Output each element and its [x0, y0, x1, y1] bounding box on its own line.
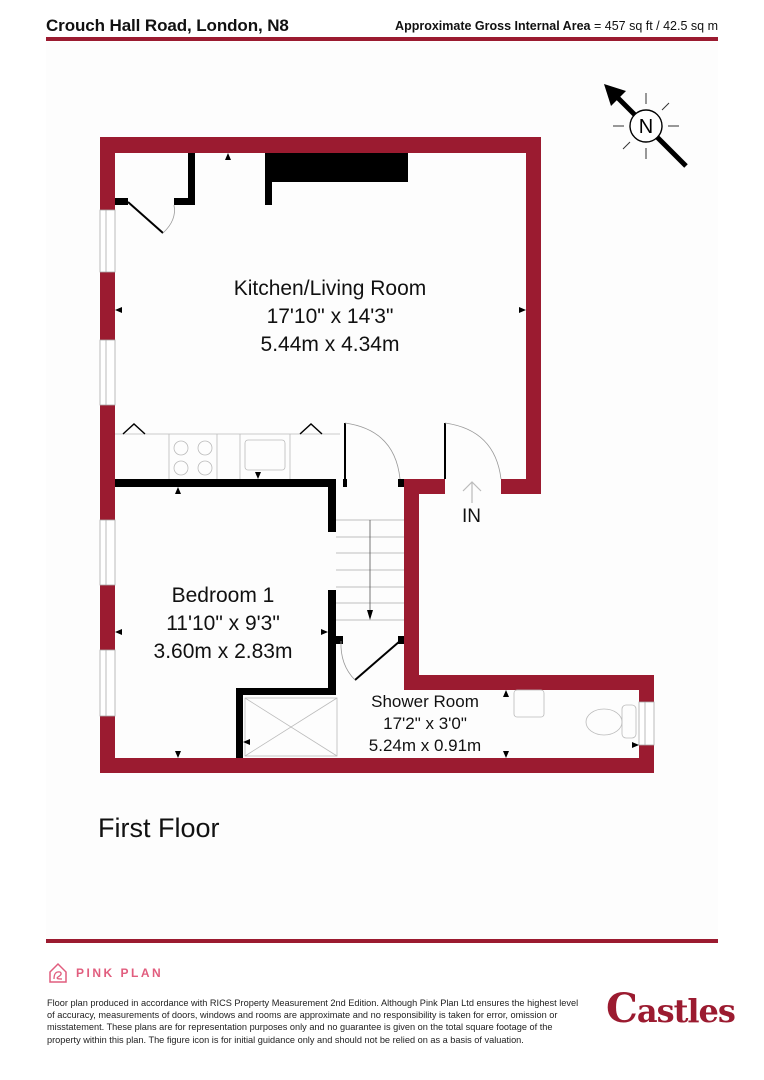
entrance-label: IN [462, 506, 481, 527]
kitchen-units [115, 423, 340, 479]
windows [99, 209, 655, 746]
staircase [336, 519, 404, 621]
room-bedroom-1: Bedroom 1 11'10" x 9'3" 3.60m x 2.83m [153, 584, 293, 663]
property-address: Crouch Hall Road, London, N8 [46, 16, 289, 35]
bathroom-fixtures [244, 689, 637, 757]
north-arrow-icon: N [604, 84, 688, 168]
dimension-markers [115, 153, 639, 758]
header-divider [46, 37, 718, 41]
disclaimer-text: Floor plan produced in accordance with R… [47, 998, 579, 1045]
entrance-arrow-icon [462, 481, 482, 503]
castles-logo: Castles [606, 985, 736, 1032]
pink-plan-brand: PINK PLAN [76, 966, 164, 980]
footer-divider [46, 939, 718, 943]
header: Crouch Hall Road, London, N8 Approximate… [46, 14, 718, 42]
pink-plan-logo: PINK PLAN [48, 962, 163, 984]
external-walls [100, 137, 654, 773]
floor-label: First Floor [98, 813, 220, 843]
doors [127, 201, 502, 681]
pink-plan-house-icon [49, 962, 67, 983]
plan-area [46, 42, 718, 940]
svg-text:N: N [639, 116, 653, 138]
internal-walls [115, 153, 408, 758]
room-shower-room: Shower Room 17'2" x 3'0" 5.24m x 0.91m [368, 692, 482, 755]
room-kitchen-living: Kitchen/Living Room 17'10" x 14'3" 5.44m… [233, 277, 427, 356]
gross-internal-area: Approximate Gross Internal Area = 457 sq… [395, 19, 718, 33]
